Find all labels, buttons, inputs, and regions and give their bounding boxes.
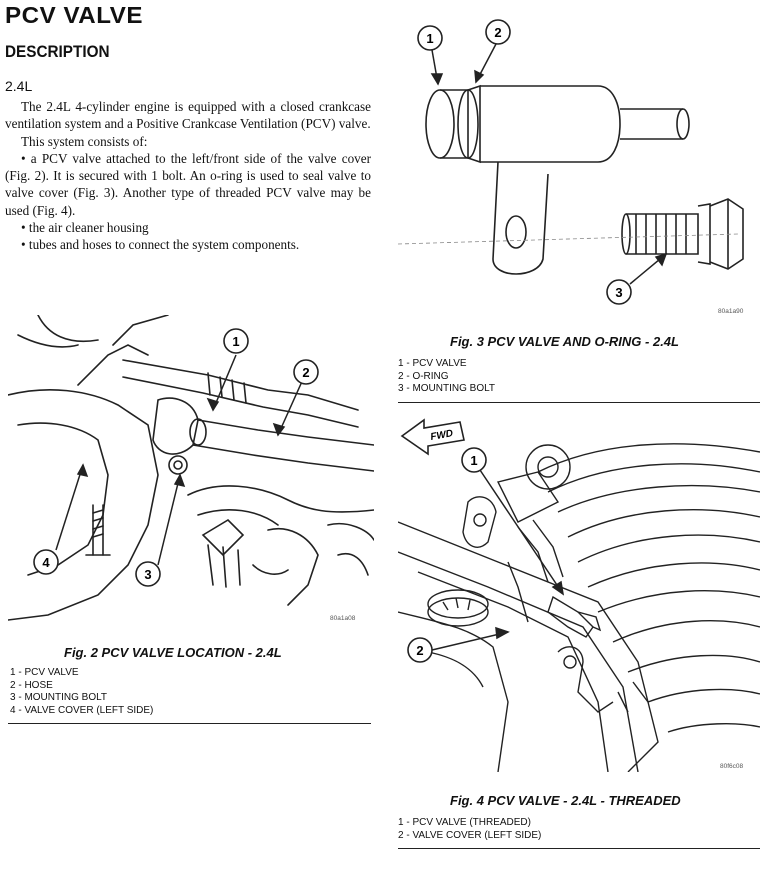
fig2-illustration: 1 2 3 4 bbox=[8, 315, 374, 621]
fig2-legend: 1 - PCV VALVE 2 - HOSE 3 - MOUNTING BOLT… bbox=[10, 667, 153, 717]
fig2-legend-item: 1 - PCV VALVE bbox=[10, 667, 79, 678]
svg-text:1: 1 bbox=[232, 334, 239, 349]
svg-text:2: 2 bbox=[494, 25, 501, 40]
fig4-legend-item: 1 - PCV VALVE (THREADED) bbox=[398, 817, 531, 828]
fig2-callout-2: 2 bbox=[293, 359, 319, 385]
fig4-legend-item: 2 - VALVE COVER (LEFT SIDE) bbox=[398, 829, 542, 841]
section-heading: DESCRIPTION bbox=[5, 42, 110, 61]
fig3-divider bbox=[398, 402, 760, 403]
body-text: The 2.4L 4-cylinder engine is equipped w… bbox=[5, 98, 371, 254]
fig3-callout-3: 3 bbox=[606, 279, 632, 305]
fig4-callout-1: 1 bbox=[461, 447, 487, 473]
svg-text:3: 3 bbox=[144, 567, 151, 582]
fig2-legend-item: 2 - HOSE bbox=[10, 679, 53, 691]
bullet-air-cleaner: • the air cleaner housing bbox=[21, 220, 149, 236]
fig3-legend-item: 3 - MOUNTING BOLT bbox=[398, 383, 496, 395]
fig4-caption: Fig. 4 PCV VALVE - 2.4L - THREADED bbox=[450, 793, 681, 808]
fig2-callout-4: 4 bbox=[33, 549, 59, 575]
fwd-arrow: FWD bbox=[400, 418, 465, 456]
svg-text:2: 2 bbox=[302, 365, 309, 380]
fig3-callout-1: 1 bbox=[417, 25, 443, 51]
fig3-illustration: 1 2 3 bbox=[398, 19, 744, 305]
fig2-legend-item: 4 - VALVE COVER (LEFT SIDE) bbox=[10, 704, 154, 716]
fig2-legend-item: 3 - MOUNTING BOLT bbox=[10, 692, 108, 704]
fig2-code: 80a1a08 bbox=[330, 615, 356, 622]
fig3-legend-item: 2 - O-RING bbox=[398, 370, 449, 382]
fig3-legend-item: 1 - PCV VALVE bbox=[398, 358, 467, 369]
fig2-callout-1: 1 bbox=[223, 328, 249, 354]
fig4-legend: 1 - PCV VALVE (THREADED) 2 - VALVE COVER… bbox=[398, 817, 541, 842]
fig3-caption: Fig. 3 PCV VALVE AND O-RING - 2.4L bbox=[450, 334, 679, 349]
fig4-code: 80f6c08 bbox=[720, 763, 744, 770]
page-title: PCV VALVE bbox=[5, 2, 144, 28]
paragraph-intro: The 2.4L 4-cylinder engine is equipped w… bbox=[5, 99, 371, 132]
fig4-divider bbox=[398, 848, 760, 849]
bullet-pcv-valve: • a PCV valve attached to the left/front… bbox=[5, 150, 371, 218]
bullet-tubes-hoses: • tubes and hoses to connect the system … bbox=[21, 237, 300, 253]
svg-text:3: 3 bbox=[615, 285, 622, 300]
fig2-callout-3: 3 bbox=[135, 561, 161, 587]
fig2-divider bbox=[8, 723, 371, 724]
fig3-callout-2: 2 bbox=[485, 19, 511, 45]
fig4-illustration: FWD 1 2 bbox=[398, 418, 760, 772]
svg-text:4: 4 bbox=[42, 555, 50, 570]
fig4-callout-2: 2 bbox=[407, 637, 433, 663]
fig3-code: 80a1a90 bbox=[718, 308, 744, 315]
svg-text:2: 2 bbox=[416, 643, 423, 658]
fig3-legend: 1 - PCV VALVE 2 - O-RING 3 - MOUNTING BO… bbox=[398, 358, 495, 396]
svg-text:1: 1 bbox=[426, 31, 433, 46]
paragraph-consists: This system consists of: bbox=[21, 133, 148, 149]
svg-text:FWD: FWD bbox=[430, 428, 454, 443]
subsection-heading: 2.4L bbox=[5, 78, 33, 94]
fig2-caption: Fig. 2 PCV VALVE LOCATION - 2.4L bbox=[64, 645, 282, 660]
svg-text:1: 1 bbox=[470, 453, 477, 468]
